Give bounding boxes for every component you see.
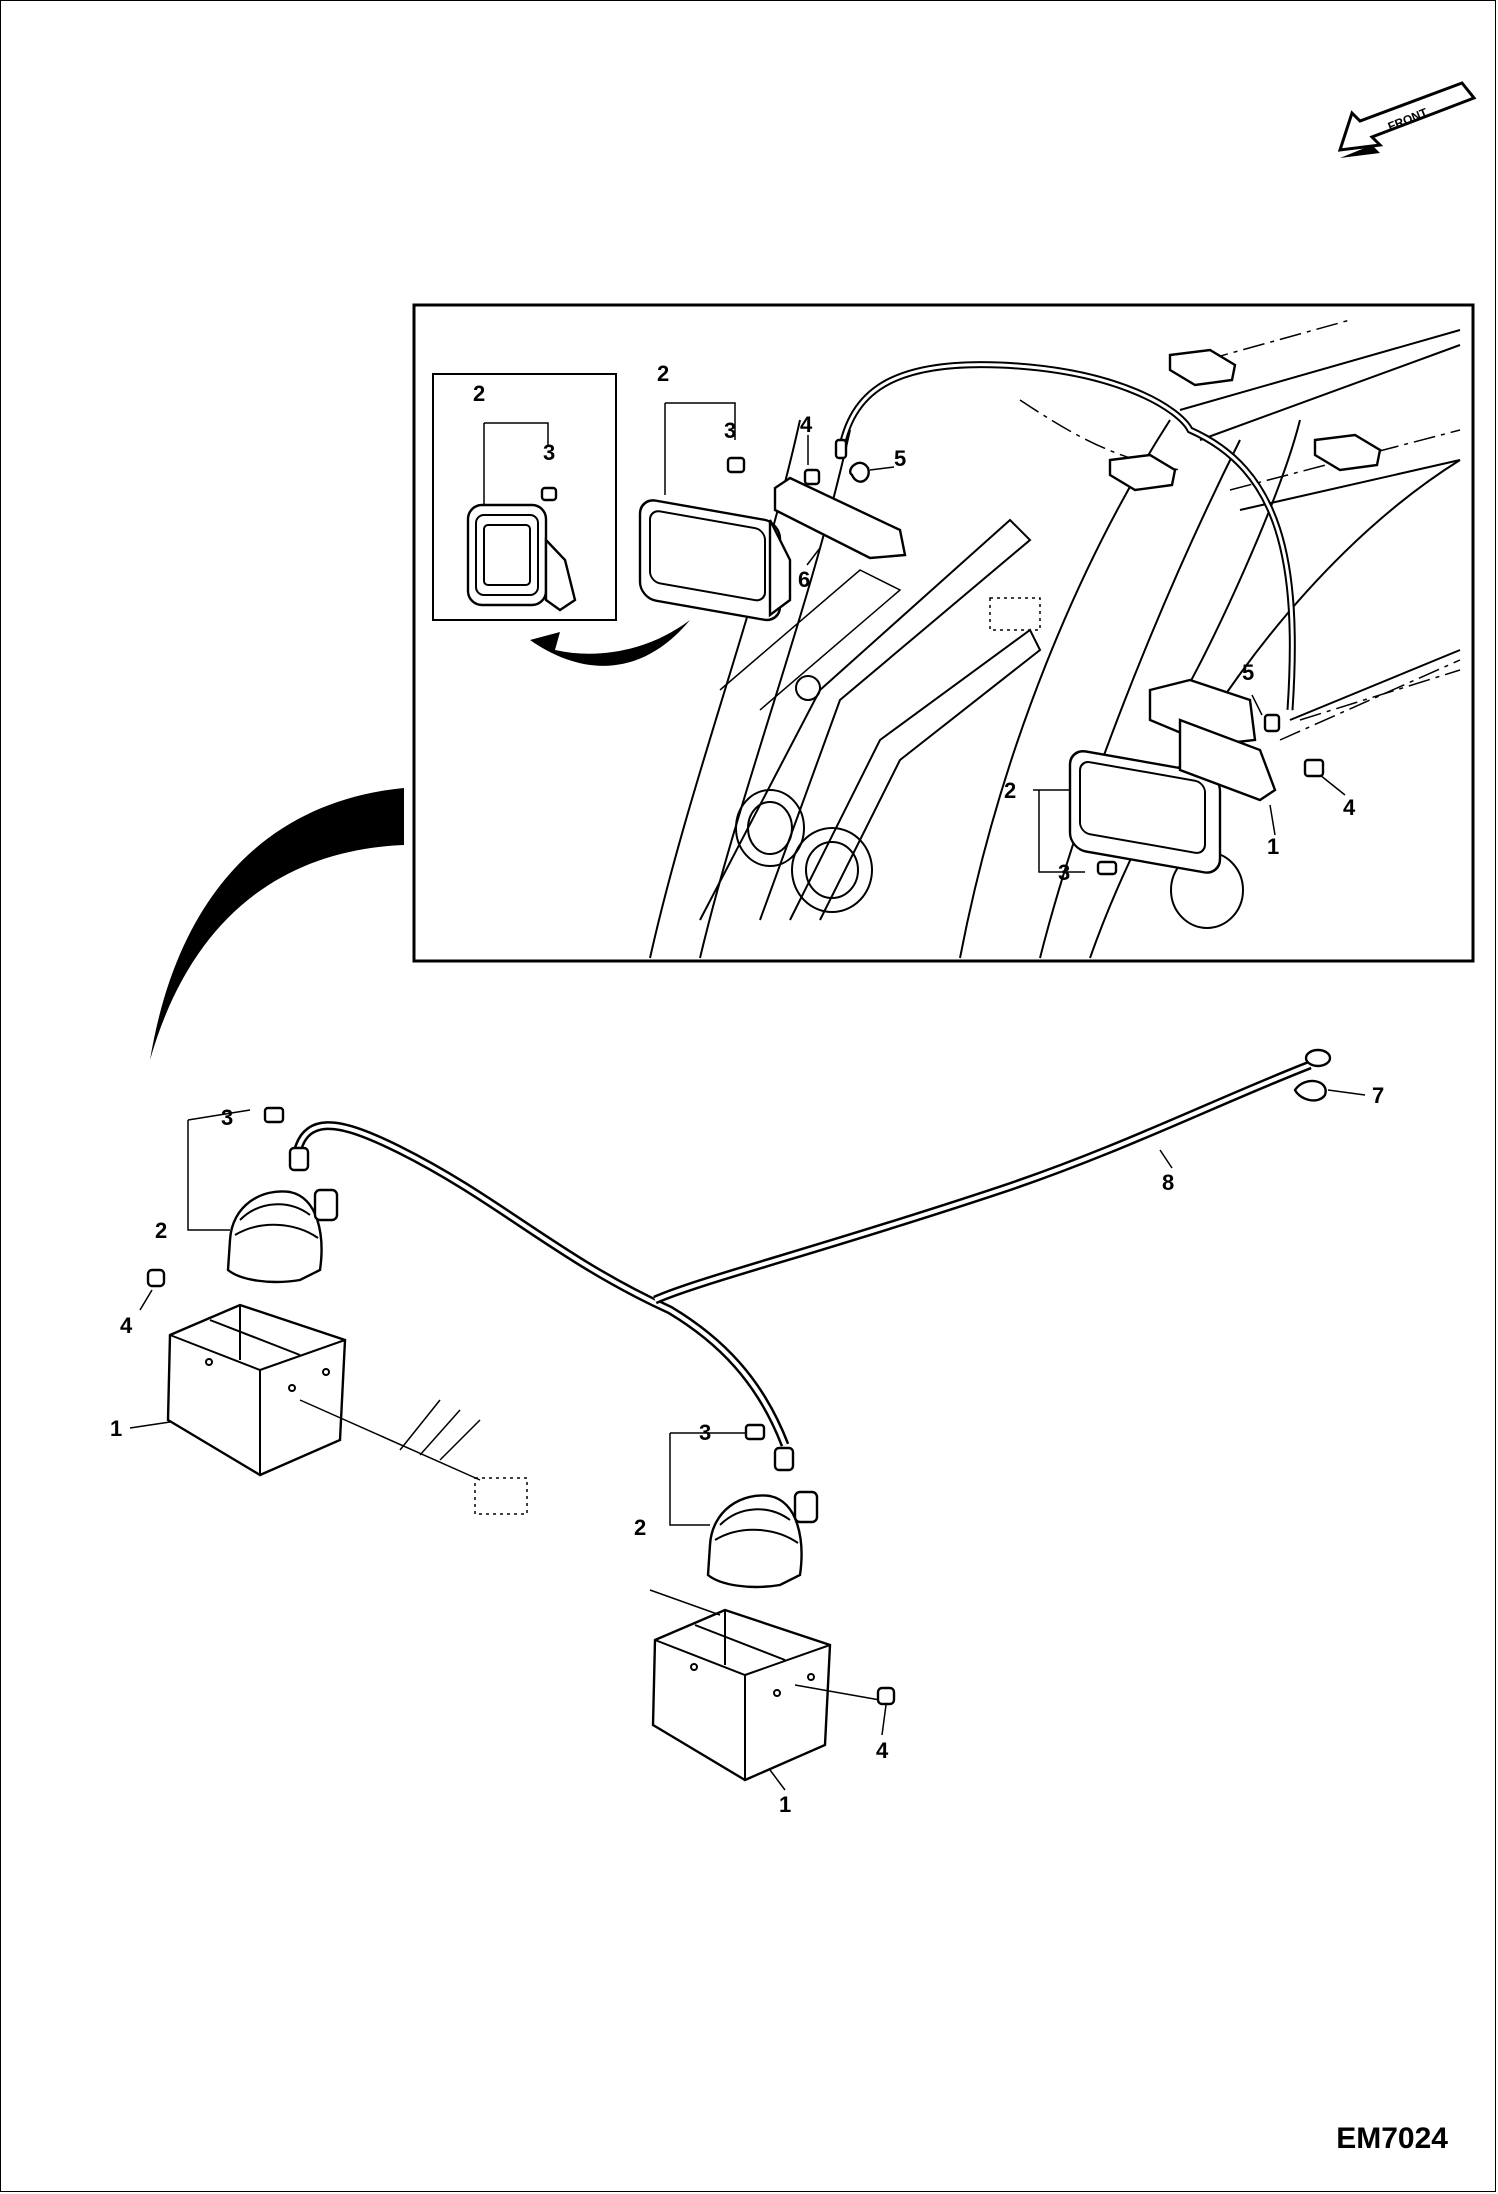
callout-detail-2: 2: [473, 381, 485, 406]
callout-main-3a: 3: [221, 1105, 233, 1130]
callout-inset-4a: 4: [800, 412, 813, 437]
callout-main-4a: 4: [120, 1313, 133, 1338]
callout-main-1b: 1: [779, 1792, 791, 1817]
inset-upper-work-lamp: [638, 499, 792, 622]
callout-main-7: 7: [1372, 1083, 1384, 1108]
inset-lower-work-lamp: [1068, 750, 1222, 874]
main-left-work-lamp: [226, 1106, 339, 1284]
callout-main-8: 8: [1162, 1170, 1174, 1195]
front-arrow-icon: FRONT: [1337, 81, 1477, 158]
callout-inset-5a: 5: [894, 446, 906, 471]
callout-main-2a: 2: [155, 1218, 167, 1243]
callout-inset-2b: 2: [1004, 778, 1016, 803]
callout-main-2b: 2: [634, 1515, 646, 1540]
main-right-work-lamp: [706, 1423, 819, 1589]
callout-inset-5b: 5: [1242, 660, 1254, 685]
main-right-bracket: [649, 1589, 896, 1782]
callout-inset-4b: 4: [1343, 795, 1356, 820]
callout-main-4b: 4: [876, 1738, 889, 1763]
callout-inset-3a: 3: [724, 418, 736, 443]
main-left-bracket: [146, 1268, 528, 1515]
inset-panel: [412, 303, 1475, 963]
callout-inset-6a: 6: [798, 567, 810, 592]
callout-inset-1b: 1: [1267, 834, 1279, 859]
callout-main-3b: 3: [699, 1420, 711, 1445]
callout-inset-2a: 2: [657, 361, 669, 386]
callout-main-1a: 1: [110, 1416, 122, 1441]
main-assembly: [129, 402, 1366, 1791]
inset-detail-box: [432, 373, 617, 621]
callout-detail-3: 3: [543, 440, 555, 465]
figure-id: EM7024: [1336, 2122, 1448, 2155]
callout-inset-3b: 3: [1058, 860, 1070, 885]
